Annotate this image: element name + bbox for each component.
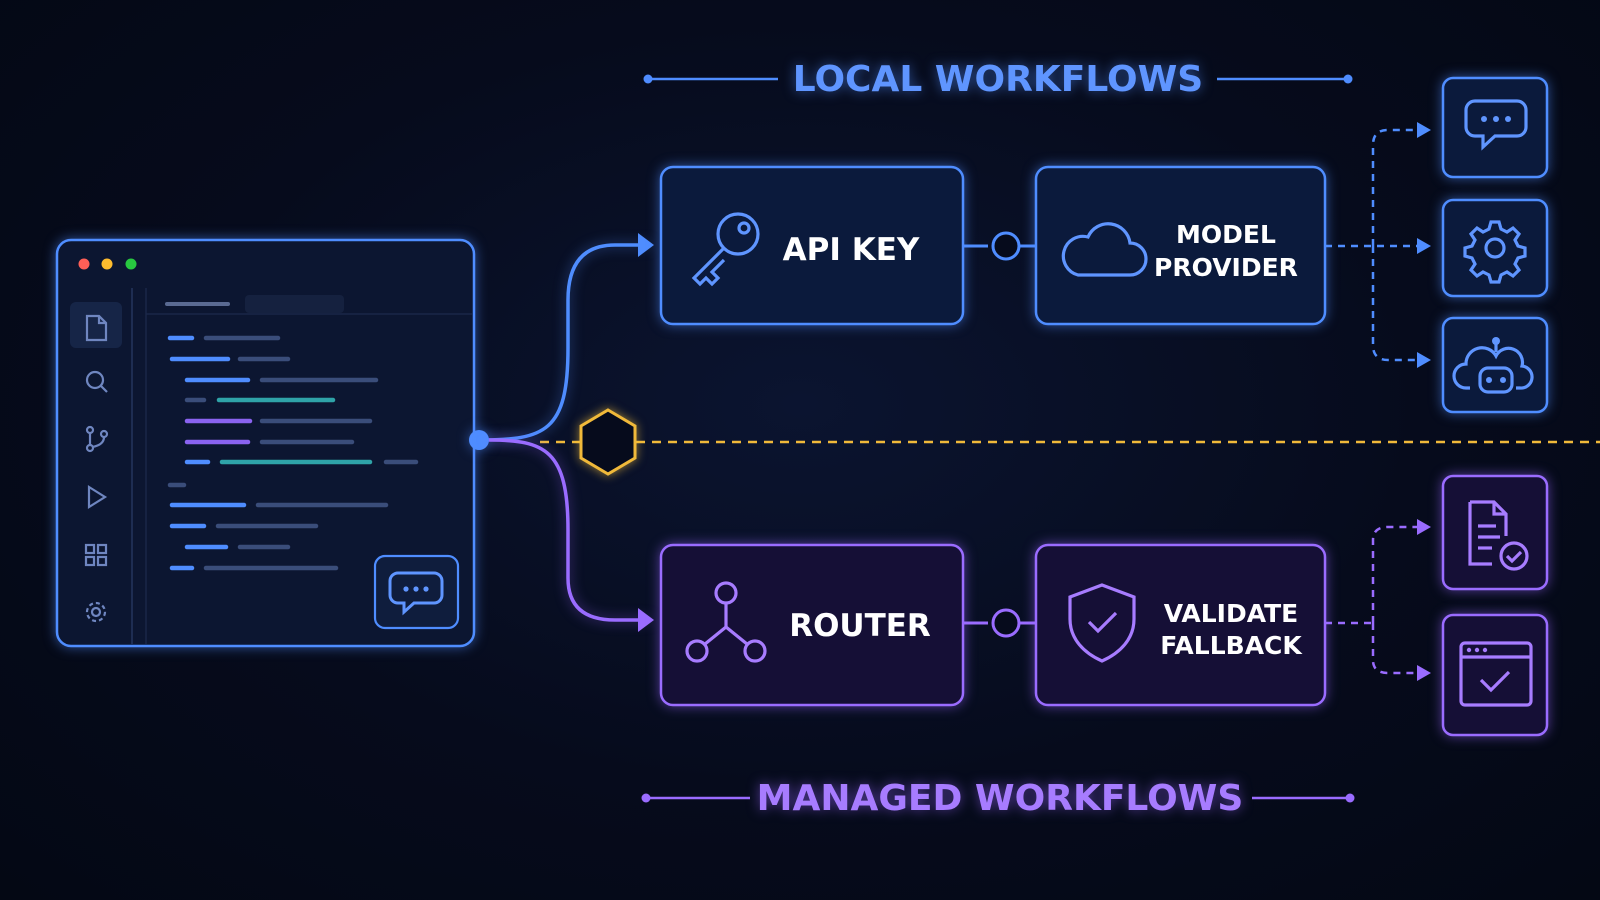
editor-chat-button[interactable] — [373, 554, 460, 630]
model-provider-label-line1: MODEL — [1176, 220, 1276, 249]
branch-icon[interactable] — [85, 425, 109, 453]
file-icon[interactable] — [85, 314, 108, 342]
chat-bubble-icon — [1464, 99, 1528, 151]
network-node-icon — [685, 581, 767, 663]
run-icon[interactable] — [87, 485, 108, 509]
output-cloud-bot-tile[interactable] — [1441, 316, 1549, 414]
output-browser-tile[interactable] — [1441, 613, 1549, 737]
settings-icon[interactable] — [85, 601, 107, 623]
managed-connector — [488, 438, 650, 622]
hexagon-icon — [579, 408, 637, 476]
shield-check-icon — [1068, 583, 1136, 663]
api-key-node[interactable]: API KEY — [659, 165, 965, 326]
window-close-dot[interactable] — [78, 258, 90, 270]
key-icon — [691, 212, 760, 287]
managed-link-node — [991, 608, 1021, 638]
model-provider-node[interactable]: MODEL PROVIDER — [1034, 165, 1327, 326]
window-minimize-dot[interactable] — [101, 258, 113, 270]
local-workflows-title: LOCAL WORKFLOWS — [793, 59, 1203, 100]
chat-bubble-icon — [388, 571, 444, 616]
search-icon[interactable] — [85, 370, 108, 393]
managed-fanout — [1325, 525, 1418, 675]
validate-fallback-node[interactable]: VALIDATE FALLBACK — [1034, 543, 1327, 707]
gear-icon — [1463, 220, 1527, 284]
validate-fallback-label-line2: FALLBACK — [1160, 631, 1303, 660]
router-label: ROUTER — [789, 608, 931, 644]
cloud-bot-icon — [1452, 344, 1534, 394]
router-node[interactable]: ROUTER — [659, 543, 965, 707]
local-fanout — [1325, 128, 1418, 362]
api-key-label: API KEY — [783, 232, 920, 268]
document-check-icon — [1468, 500, 1529, 571]
browser-check-icon — [1459, 641, 1533, 707]
local-workflows-heading: LOCAL WORKFLOWS — [643, 59, 1353, 100]
output-document-tile[interactable] — [1441, 474, 1549, 591]
code-lines — [167, 335, 419, 571]
local-connector — [478, 243, 650, 442]
cloud-icon — [1061, 222, 1148, 277]
window-maximize-dot[interactable] — [125, 258, 137, 270]
validate-fallback-label-line1: VALIDATE — [1164, 599, 1299, 628]
code-editor-window — [55, 238, 476, 648]
output-chat-tile[interactable] — [1441, 76, 1549, 179]
output-gear-tile[interactable] — [1441, 198, 1549, 298]
managed-workflows-heading: MANAGED WORKFLOWS — [641, 778, 1355, 819]
managed-workflows-title: MANAGED WORKFLOWS — [757, 778, 1244, 819]
model-provider-label-line2: PROVIDER — [1154, 253, 1298, 282]
local-link-node — [991, 231, 1021, 261]
extensions-icon[interactable] — [84, 543, 108, 567]
